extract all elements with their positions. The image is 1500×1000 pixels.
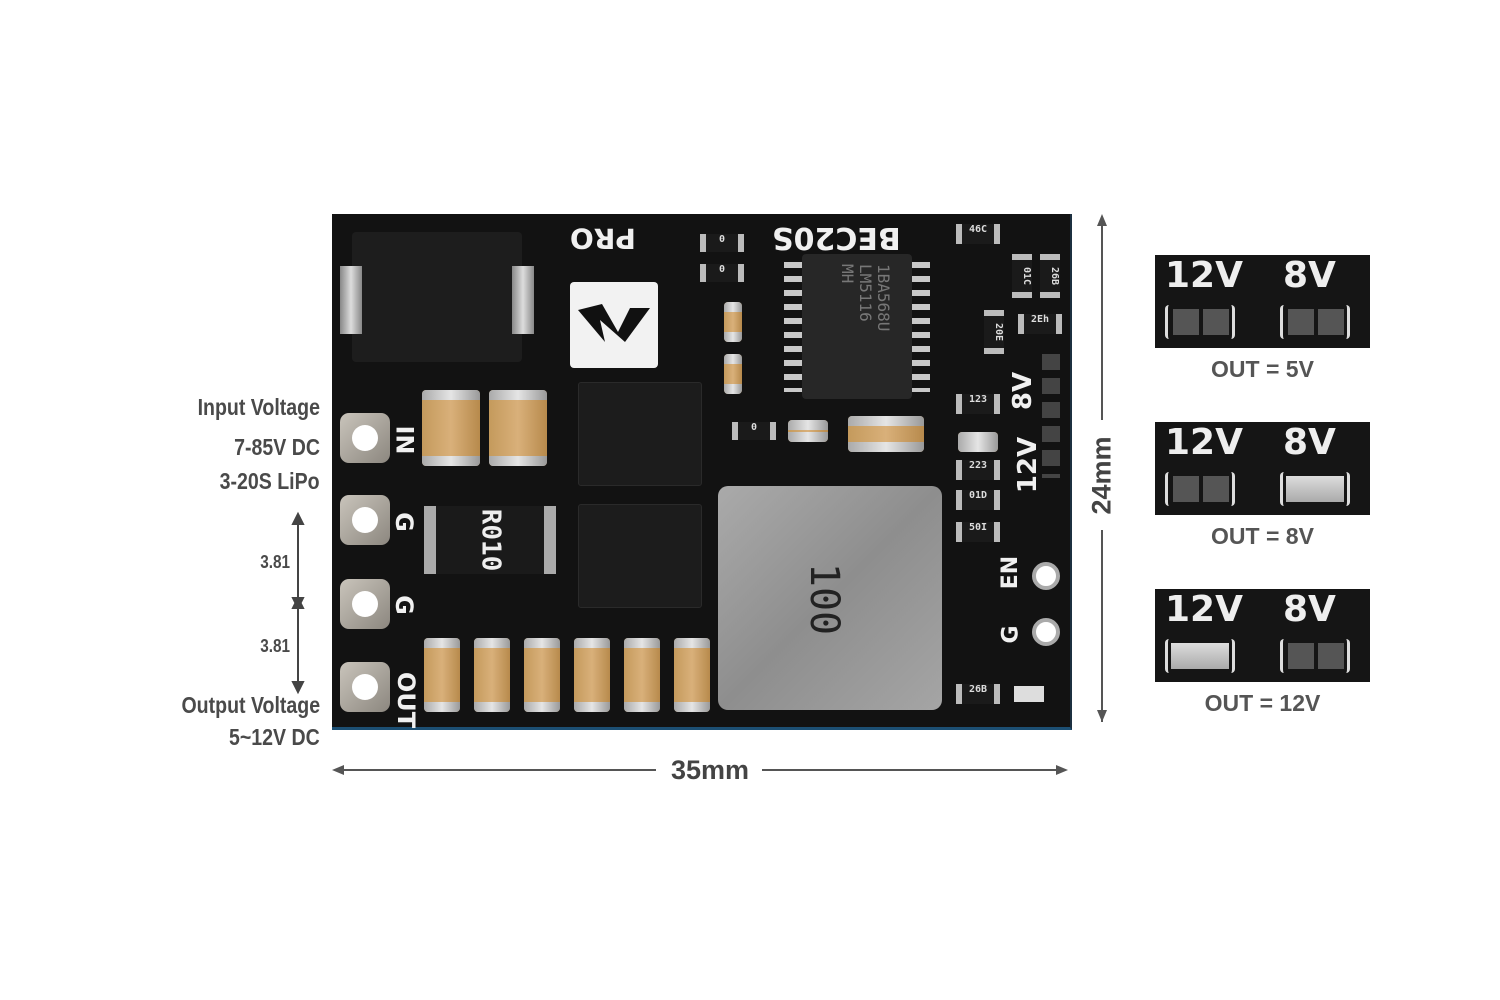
jumper-8v-label: 8V — [1008, 371, 1039, 411]
pad-gnd[interactable] — [340, 579, 390, 629]
jumper-panel-12v: 12V 8V — [1155, 589, 1370, 682]
jumper-label: 8V — [1283, 422, 1336, 463]
pad-label-in: IN — [390, 425, 419, 455]
height-arrowheads — [1097, 214, 1107, 722]
capacitor — [788, 420, 828, 442]
jumper-12v-label: 12V — [1013, 436, 1044, 494]
resistor: 0 — [700, 234, 744, 252]
capacitor — [958, 432, 998, 452]
input-voltage-label: Input Voltage — [197, 394, 320, 420]
output-capacitor — [424, 638, 460, 712]
resistor: 26B — [956, 684, 1000, 704]
pro-silk: PRO — [570, 222, 636, 255]
model-silk: BEC20S — [772, 220, 901, 255]
width-arrowheads — [332, 765, 1068, 775]
jumper-label: 8V — [1283, 589, 1336, 630]
pad-in[interactable] — [340, 413, 390, 463]
jumper-panel-8v: 12V 8V — [1155, 422, 1370, 515]
shunt-resistor: R010 — [424, 506, 556, 574]
pad-label-out: OUT — [392, 671, 421, 729]
resistor: 01C — [1012, 254, 1032, 298]
resistor: 46C — [956, 224, 1000, 244]
jumper-panel-5v: 12V 8V — [1155, 255, 1370, 348]
width-dimension: 35mm — [670, 755, 750, 785]
output-capacitor — [674, 638, 710, 712]
chip-marking: 1BA568U — [874, 264, 893, 332]
chip-marking: LM5116 — [856, 264, 875, 322]
capacitor — [724, 302, 742, 342]
mosfet — [578, 382, 702, 486]
jumper-label: 12V — [1165, 255, 1243, 296]
jumper-12v — [1165, 305, 1235, 339]
jumper-pads[interactable] — [1042, 354, 1060, 478]
jumper-12v — [1165, 472, 1235, 506]
out-8v-label: OUT = 8V — [1211, 523, 1314, 549]
out-12v-label: OUT = 12V — [1204, 690, 1321, 716]
pitch-arrows — [291, 511, 305, 695]
jumper-label: 8V — [1283, 255, 1336, 296]
output-capacitor — [574, 638, 610, 712]
pad-label-g: G — [389, 512, 418, 532]
capacitor — [848, 416, 924, 452]
inductor-marking: 100 — [801, 562, 848, 636]
jumper-8v — [1280, 305, 1350, 339]
resistor: 223 — [956, 460, 1000, 480]
out-5v-label: OUT = 5V — [1211, 356, 1314, 382]
output-capacitor — [474, 638, 510, 712]
pitch-label: 3.81 — [260, 552, 290, 572]
input-capacitor — [422, 390, 480, 466]
mosfet — [578, 504, 702, 608]
pad-en[interactable] — [1032, 562, 1060, 590]
g-label: G — [998, 625, 1024, 644]
resistor: 0 — [700, 264, 744, 282]
resistor: 0 — [732, 422, 776, 440]
jumper-8v-bridged — [1280, 472, 1350, 506]
input-range-label: 7-85V DC — [234, 434, 320, 460]
inductor: 100 — [718, 486, 942, 710]
diode-package — [340, 232, 534, 362]
pad-gnd[interactable] — [340, 495, 390, 545]
resistor: 2Eh — [1018, 314, 1062, 334]
output-range-label: 5~12V DC — [229, 724, 320, 750]
resistor: 50I — [956, 522, 1000, 542]
height-dimension: 24mm — [1086, 436, 1117, 515]
jumper-12v-bridged — [1165, 639, 1235, 673]
led — [1014, 686, 1044, 702]
jumper-8v — [1280, 639, 1350, 673]
input-capacitor — [489, 390, 547, 466]
pad-g[interactable] — [1032, 618, 1060, 646]
resistor: 01D — [956, 490, 1000, 510]
chip-marking: MH — [838, 264, 857, 284]
pad-out[interactable] — [340, 662, 390, 712]
en-label: EN — [998, 555, 1024, 590]
resistor: 123 — [956, 394, 1000, 414]
resistor: 26B — [1040, 254, 1060, 298]
output-capacitor — [524, 638, 560, 712]
resistor: 20E — [984, 310, 1004, 354]
input-cells-label: 3-20S LiPo — [220, 468, 320, 494]
capacitor — [724, 354, 742, 394]
jumper-label: 12V — [1165, 589, 1243, 630]
output-voltage-label: Output Voltage — [181, 692, 320, 718]
pitch-label: 3.81 — [260, 636, 290, 656]
pad-label-g: G — [389, 595, 418, 615]
jumper-label: 12V — [1165, 422, 1243, 463]
logo-icon — [570, 282, 658, 368]
output-capacitor — [624, 638, 660, 712]
